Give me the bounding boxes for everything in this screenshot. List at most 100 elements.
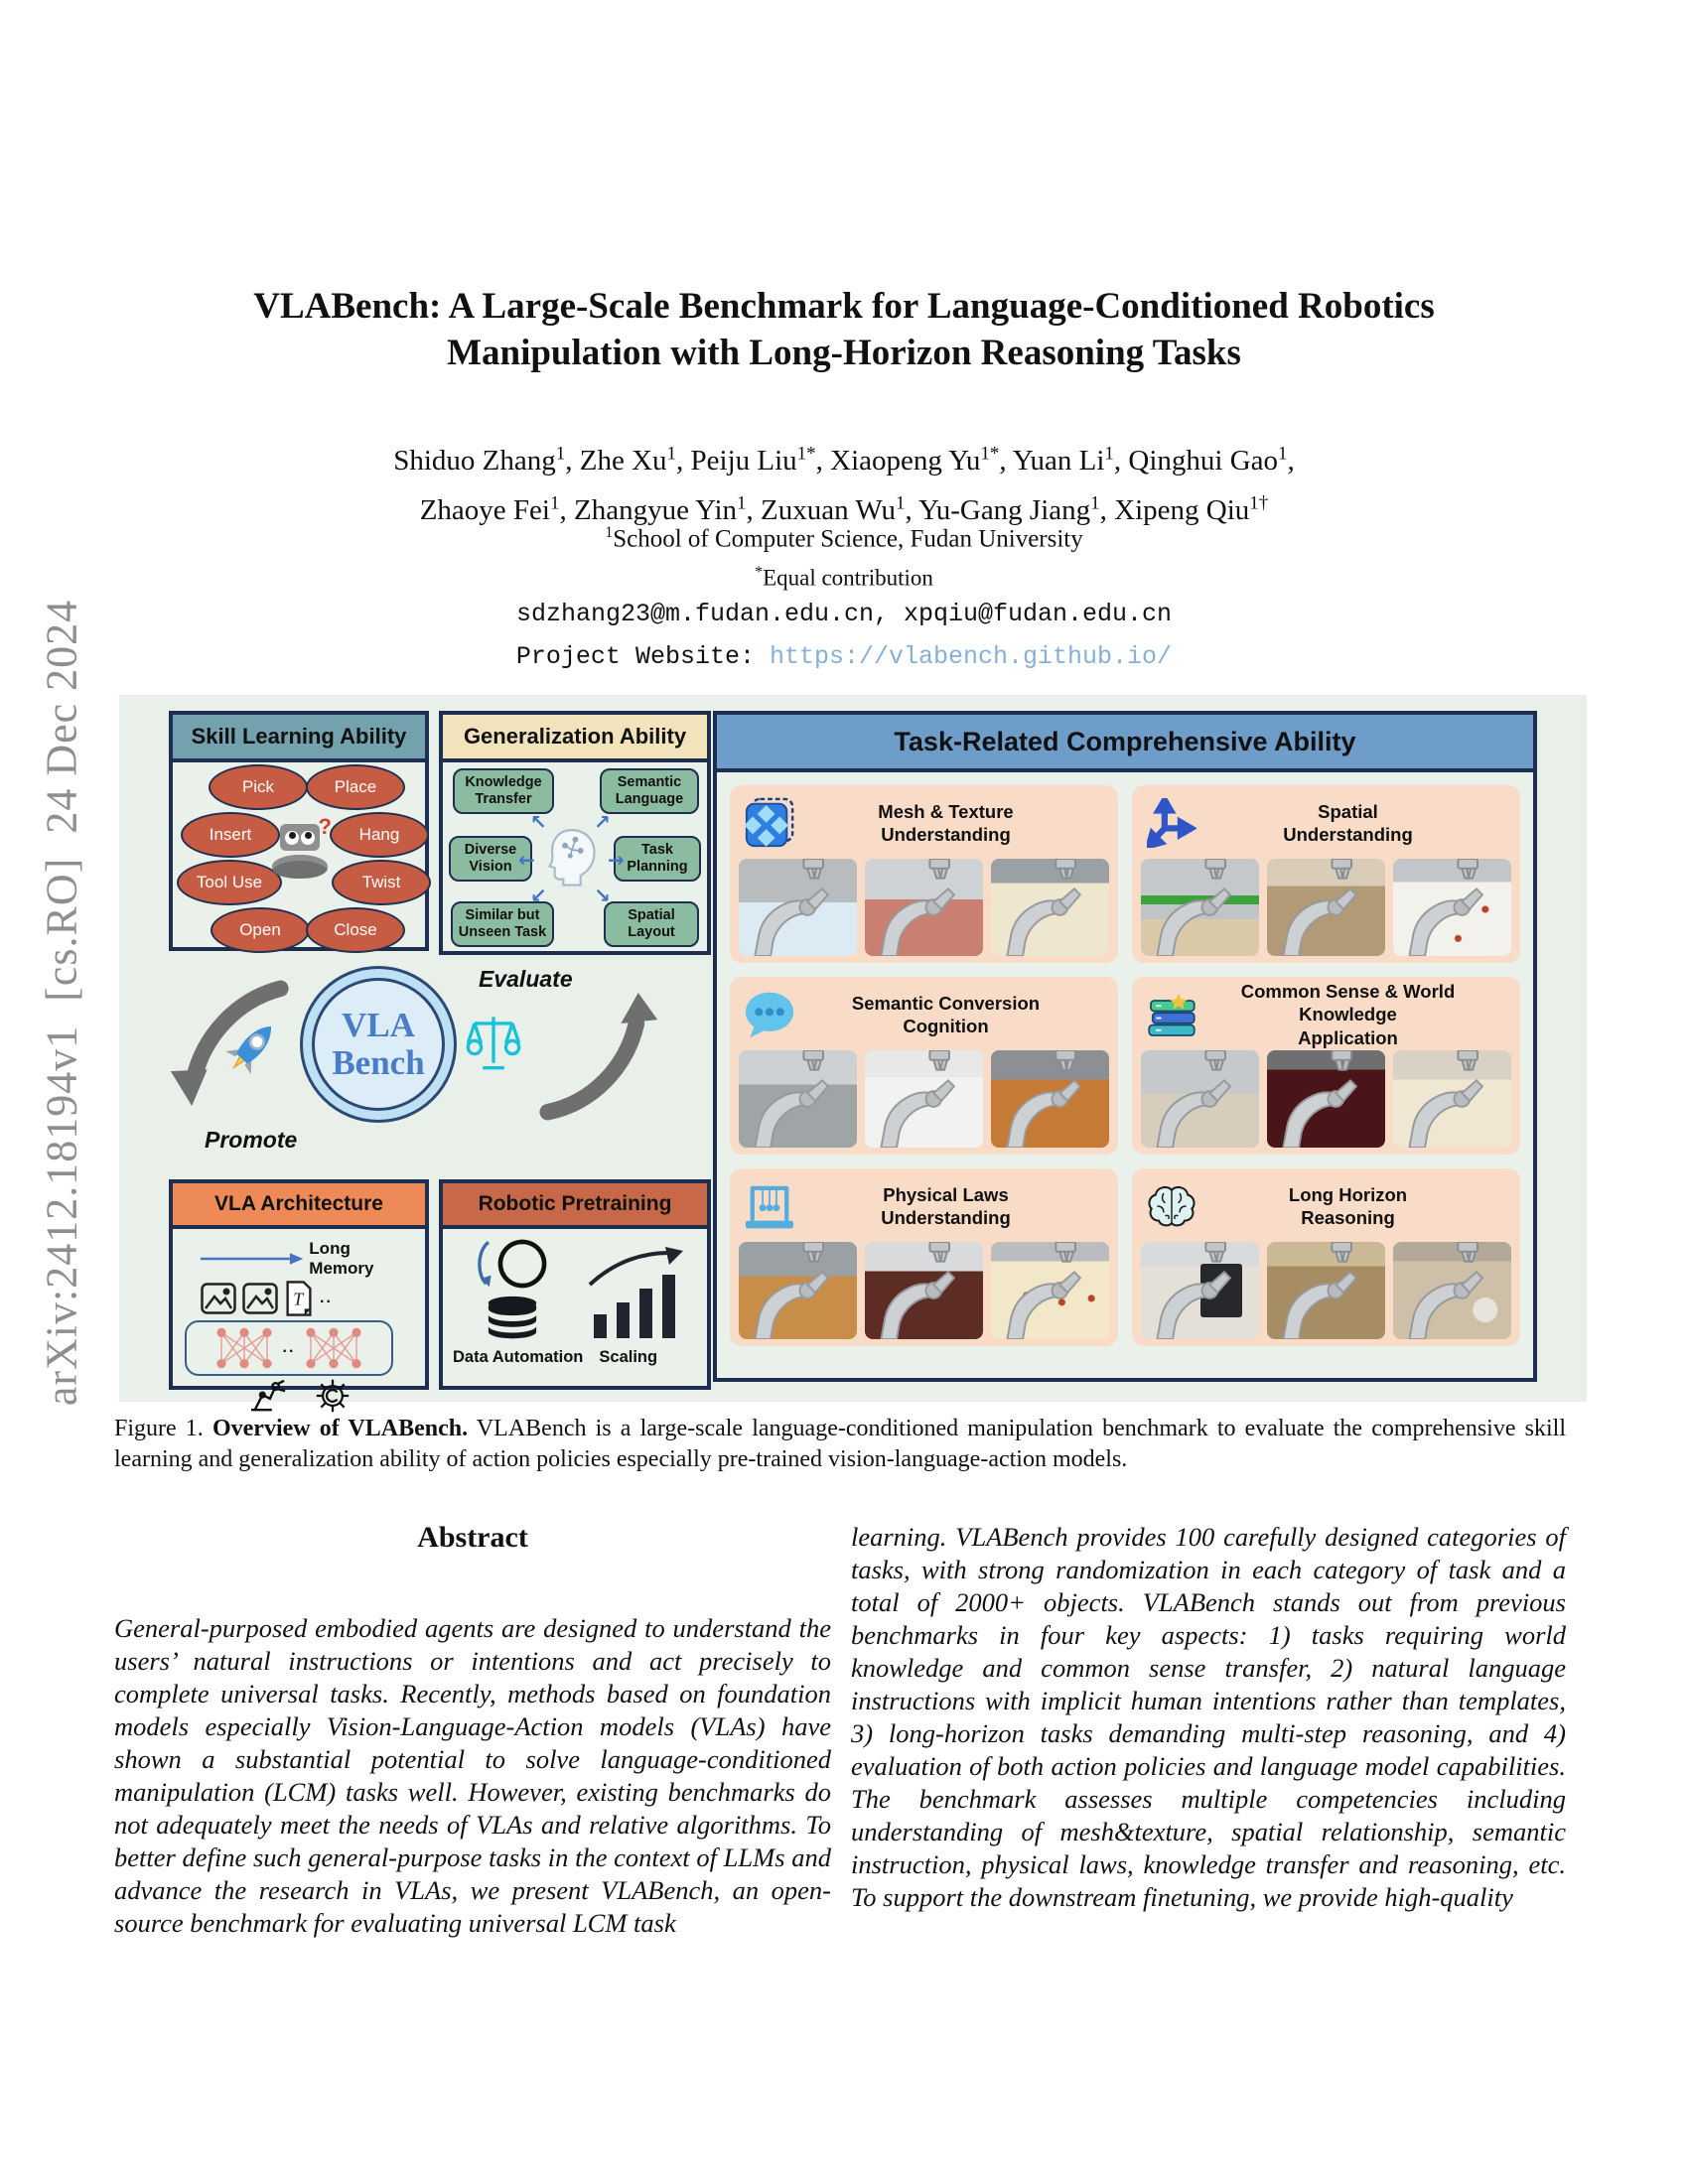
neural-network-icon	[306, 1327, 362, 1369]
skill-learning-panel: Skill Learning Ability Pick Place Insert…	[169, 711, 431, 953]
brand-line2: Bench	[332, 1043, 425, 1082]
subpanel-title: Long Horizon Reasoning	[1288, 1183, 1408, 1228]
generalization-panel: Generalization Ability Knowledge Transfe…	[439, 711, 711, 955]
author: Xipeng Qiu1†	[1114, 492, 1269, 527]
scene-image	[1267, 859, 1385, 956]
brand-line1: VLA	[342, 1005, 415, 1044]
benchmark-cycle: VLA Bench Evaluate Promote	[149, 958, 658, 1171]
gen-semantic-language: Semantic Language	[600, 768, 699, 814]
robotic-pretraining-panel: Robotic Pretraining	[439, 1179, 711, 1390]
gen-knowledge-transfer: Knowledge Transfer	[453, 768, 554, 814]
database-icon	[488, 1296, 537, 1345]
project-website: Project Website: https://vlabench.github…	[0, 642, 1688, 671]
speech-bubble-icon	[739, 990, 800, 1039]
subpanel-physical-laws: Physical Laws Understanding	[730, 1168, 1118, 1346]
task-comprehensive-panel: Task-Related Comprehensive Ability	[713, 711, 1537, 1382]
spatial-axes-icon	[1141, 798, 1202, 848]
skill-open: Open	[211, 907, 310, 953]
neural-network-icon	[215, 1327, 272, 1369]
subpanel-mesh-texture: Mesh & Texture Understanding	[730, 785, 1118, 963]
image-token-icon	[201, 1283, 236, 1314]
gen-diverse-vision: Diverse Vision	[449, 836, 532, 882]
scene-image	[1393, 859, 1511, 956]
scaling-chart-icon	[588, 1247, 683, 1338]
robot-arm-icon	[250, 1379, 286, 1412]
gpt-logo-icon	[497, 1239, 547, 1289]
skill-place: Place	[306, 764, 405, 810]
subpanel-title: Semantic Conversion Cognition	[851, 992, 1041, 1036]
author: Yu-Gang Jiang1,	[917, 492, 1115, 527]
subpanel-title: Spatial Understanding	[1283, 800, 1413, 845]
gear-icon	[316, 1379, 350, 1413]
subpanel-title: Mesh & Texture Understanding	[878, 800, 1014, 845]
arrow-down-right-icon: ↘	[594, 884, 611, 907]
arrow-up-left-icon: ↖	[530, 810, 547, 834]
generalization-panel-title: Generalization Ability	[443, 715, 707, 762]
newtons-cradle-icon	[739, 1181, 800, 1231]
figure-1: Skill Learning Ability Pick Place Insert…	[119, 695, 1587, 1413]
scene-image	[739, 859, 857, 956]
author: Zhe Xu1,	[579, 443, 691, 477]
long-memory-arrow-icon	[200, 1253, 304, 1265]
scene-image	[991, 859, 1109, 956]
vla-architecture-title: VLA Architecture	[173, 1183, 425, 1229]
gen-task-planning: Task Planning	[614, 836, 701, 882]
scene-image	[865, 1242, 983, 1339]
long-memory-label: Long Memory	[309, 1239, 374, 1278]
text-token-icon: T	[286, 1281, 312, 1316]
brain-icon	[1141, 1183, 1202, 1229]
subpanel-title: Physical Laws Understanding	[881, 1183, 1011, 1228]
skill-twist: Twist	[332, 860, 431, 905]
vla-architecture-panel: VLA Architecture Long Memory	[169, 1179, 429, 1413]
abstract-text-left: General-purposed embodied agents are des…	[114, 1613, 831, 1938]
ellipsis: ..	[282, 1339, 296, 1356]
author: Shiduo Zhang1,	[393, 443, 580, 477]
author: Zuxuan Wu1,	[761, 492, 918, 527]
scene-image	[865, 1050, 983, 1148]
skill-pick: Pick	[209, 764, 308, 810]
skill-hang: Hang	[330, 812, 429, 858]
scene-image	[865, 859, 983, 956]
subpanel-semantic-conversion: Semantic Conversion Cognition	[730, 977, 1118, 1155]
svg-text:T: T	[293, 1290, 305, 1309]
rocket-icon	[225, 1025, 271, 1075]
subpanel-title: Common Sense & World Knowledge Applicati…	[1240, 981, 1456, 1048]
skill-insert: Insert	[181, 812, 280, 858]
left-column: Abstract General-purposed embodied agent…	[114, 1521, 831, 1940]
task-panel-title: Task-Related Comprehensive Ability	[717, 715, 1533, 772]
data-automation-label: Data Automation	[453, 1348, 584, 1366]
thinking-head-icon	[546, 826, 598, 892]
subpanel-spatial: Spatial Understanding	[1132, 785, 1520, 963]
author-emails: sdzhang23@m.fudan.edu.cn, xpqiu@fudan.ed…	[515, 600, 1173, 628]
figure-caption: Figure 1. Overview of VLABench. VLABench…	[114, 1414, 1566, 1475]
robotic-pretraining-title: Robotic Pretraining	[443, 1183, 707, 1229]
gen-similar-unseen-task: Similar but Unseen Task	[451, 901, 554, 947]
author: Qinghui Gao1,	[1128, 443, 1295, 477]
scene-image	[1141, 1242, 1259, 1339]
arrow-up-right-icon: ↗	[594, 810, 611, 834]
robot-cartoon-icon: ?	[272, 814, 332, 891]
arrow-right-icon: →	[608, 848, 625, 872]
website-link[interactable]: https://vlabench.github.io/	[769, 642, 1173, 671]
ellipsis: ..	[320, 1290, 333, 1306]
subpanel-long-horizon: Long Horizon Reasoning	[1132, 1168, 1520, 1346]
neural-network-box: ..	[185, 1320, 393, 1376]
right-column: learning. VLABench provides 100 carefull…	[851, 1521, 1566, 1914]
author: Xiaopeng Yu1*,	[830, 443, 1013, 477]
mesh-texture-icon	[739, 796, 800, 850]
author: Zhangyue Yin1,	[573, 492, 762, 527]
scene-image	[1267, 1050, 1385, 1148]
evaluate-arrow-icon	[539, 993, 658, 1121]
vlabench-logo: VLA Bench	[300, 966, 457, 1123]
arxiv-stamp: arXiv:2412.18194v1 [cs.RO] 24 Dec 2024	[37, 599, 86, 1407]
scene-image	[1141, 859, 1259, 956]
cycle-arrow-icon	[478, 1240, 492, 1288]
skill-close: Close	[306, 907, 405, 953]
affiliation: 1School of Computer Science, Fudan Unive…	[605, 524, 1083, 553]
scene-image	[991, 1242, 1109, 1339]
scaling-label: Scaling	[599, 1348, 658, 1366]
scene-image	[991, 1050, 1109, 1148]
author: Zhaoye Fei1,	[419, 492, 574, 527]
subpanel-common-sense: Common Sense & World Knowledge Applicati…	[1132, 977, 1520, 1155]
books-stack-icon	[1141, 990, 1202, 1039]
